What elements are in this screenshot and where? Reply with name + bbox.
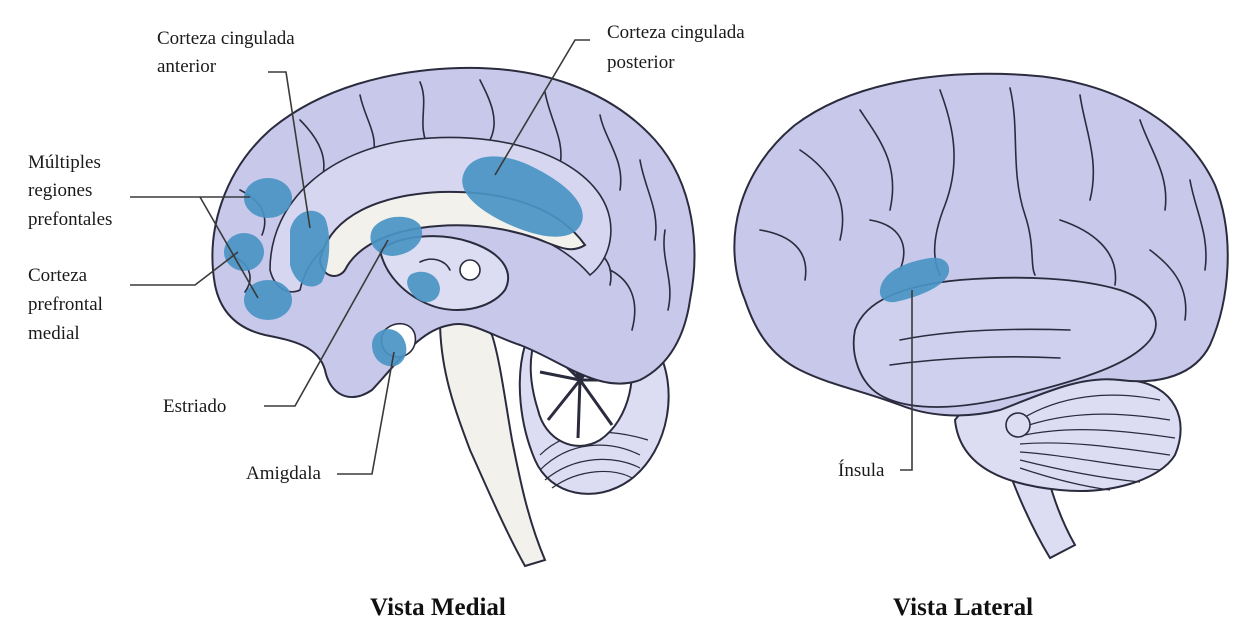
medial-view: Corteza cingulada anterior Corteza cingu… — [28, 22, 749, 621]
label-mpfc: Corteza prefrontal medial — [28, 265, 108, 344]
pons-knob — [1006, 413, 1030, 437]
medial-title: Vista Medial — [370, 594, 506, 621]
label-prefrontal: Múltiples regiones prefontales — [28, 152, 112, 230]
label-acc: Corteza cingulada anterior — [157, 28, 299, 77]
label-pcc: Corteza cingulada posterior — [607, 22, 749, 73]
label-amygdala: Amigdala — [246, 463, 321, 484]
lateral-view: Ínsula Vista Lateral — [734, 74, 1227, 621]
highlight-prefrontal-top — [244, 178, 292, 218]
highlight-prefrontal-mid — [224, 233, 264, 271]
lateral-title: Vista Lateral — [893, 594, 1033, 621]
label-insula: Ínsula — [838, 459, 885, 481]
label-striatum: Estriado — [163, 396, 226, 417]
